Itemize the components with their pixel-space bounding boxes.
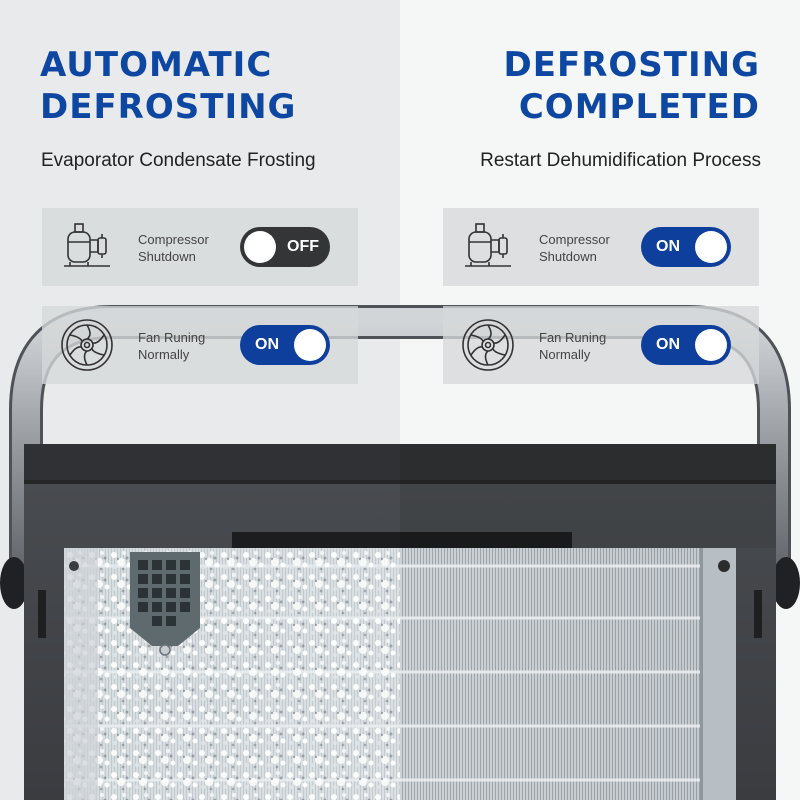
- left-fan-state: ON: [255, 336, 279, 353]
- right-compressor-label: Compressor Shutdown: [539, 231, 610, 265]
- left-title-line1: AUTOMATIC: [40, 45, 273, 85]
- right-fan-state: ON: [656, 336, 680, 353]
- left-fan-panel: Fan Runing Normally ON: [42, 306, 358, 384]
- fan-icon: [462, 319, 514, 371]
- toggle-knob: [294, 329, 326, 361]
- left-compressor-panel: Compressor Shutdown OFF: [42, 208, 358, 286]
- left-fan-label-line2: Normally: [138, 347, 190, 362]
- left-fan-label-line1: Fan Runing: [138, 330, 206, 345]
- right-compressor-label-line2: Shutdown: [539, 249, 597, 264]
- left-fan-toggle[interactable]: ON: [240, 325, 330, 365]
- compressor-icon: [465, 223, 511, 267]
- compressor-icon: [64, 223, 110, 267]
- left-compressor-label: Compressor Shutdown: [138, 231, 209, 265]
- right-fan-label-line1: Fan Runing: [539, 330, 607, 345]
- right-fan-label-line2: Normally: [539, 347, 591, 362]
- left-compressor-label-line1: Compressor: [138, 232, 209, 247]
- toggle-knob: [695, 329, 727, 361]
- right-title-line1: DEFROSTING: [503, 45, 760, 85]
- right-fan-toggle[interactable]: ON: [641, 325, 731, 365]
- right-fan-panel: Fan Runing Normally ON: [443, 306, 759, 384]
- fan-icon: [61, 319, 113, 371]
- left-compressor-label-line2: Shutdown: [138, 249, 196, 264]
- right-compressor-state: ON: [656, 238, 680, 255]
- left-compressor-state: OFF: [287, 238, 319, 255]
- right-compressor-toggle[interactable]: ON: [641, 227, 731, 267]
- left-compressor-toggle[interactable]: OFF: [240, 227, 330, 267]
- right-compressor-label-line1: Compressor: [539, 232, 610, 247]
- right-fan-label: Fan Runing Normally: [539, 329, 606, 363]
- left-subtitle: Evaporator Condensate Frosting: [41, 150, 316, 171]
- left-title: AUTOMATIC DEFROSTING: [40, 44, 296, 128]
- left-fan-label: Fan Runing Normally: [138, 329, 205, 363]
- toggle-knob: [695, 231, 727, 263]
- left-title-line2: DEFROSTING: [40, 87, 297, 127]
- right-title: DEFROSTING COMPLETED: [504, 44, 760, 128]
- right-compressor-panel: Compressor Shutdown ON: [443, 208, 759, 286]
- right-title-line2: COMPLETED: [518, 87, 760, 127]
- toggle-knob: [244, 231, 276, 263]
- right-subtitle: Restart Dehumidification Process: [480, 150, 761, 171]
